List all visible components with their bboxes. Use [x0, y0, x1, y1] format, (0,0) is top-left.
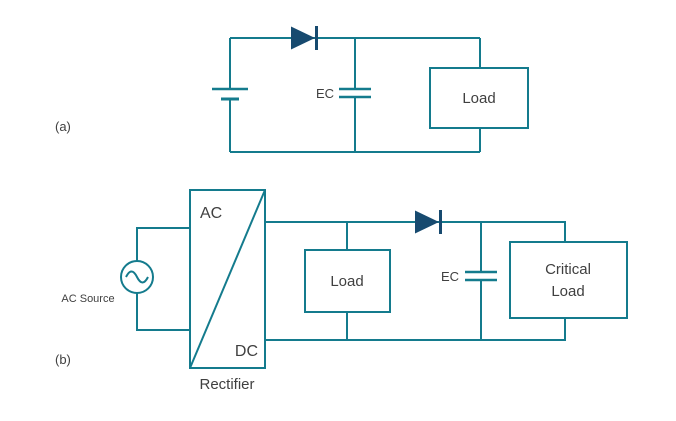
- circuit-b-wires: [136, 221, 566, 341]
- circuit-a: (a) EC Load: [55, 26, 529, 153]
- circuit-a-wires: [229, 37, 481, 153]
- load-label-b: Load: [330, 273, 363, 290]
- diode-triangle-b: [415, 210, 439, 234]
- critical-load-box: [509, 241, 628, 319]
- battery-icon: [212, 87, 248, 101]
- critical-load-line2: Load: [551, 283, 584, 300]
- load-box-b: [304, 249, 391, 313]
- capacitor-icon-b: [465, 270, 497, 282]
- diode-triangle: [291, 26, 315, 50]
- rectifier-dc-label: DC: [235, 343, 258, 360]
- diode-icon: [291, 26, 318, 50]
- rectifier-caption: Rectifier: [199, 376, 254, 393]
- load-label: Load: [462, 90, 495, 107]
- diode-icon-b: [415, 210, 442, 234]
- circuit-b: (b) AC Source AC DC Rectifier Load EC Cr…: [55, 189, 628, 393]
- rectifier-diagonal: [189, 189, 266, 369]
- ac-sine-icon: [125, 270, 149, 284]
- ac-source-label: AC Source: [61, 293, 114, 305]
- capacitor-label-b: EC: [441, 269, 459, 284]
- circuit-a-label: (a): [55, 119, 71, 134]
- rectifier-ac-label: AC: [200, 205, 222, 222]
- critical-load-line1: Critical: [545, 261, 591, 278]
- load-box: [429, 67, 529, 129]
- capacitor-label: EC: [316, 86, 334, 101]
- capacitor-icon: [339, 87, 371, 99]
- circuit-b-label: (b): [55, 352, 71, 367]
